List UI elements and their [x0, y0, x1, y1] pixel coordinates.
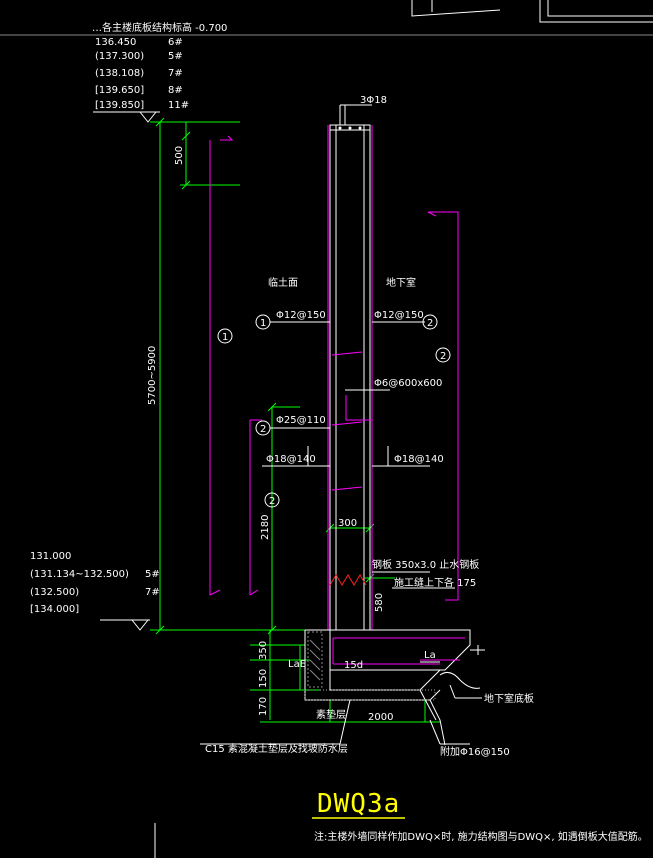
elevation-table-bottom: 131.000 (131.134~132.500) 5# (132.500) 7… — [30, 551, 160, 631]
circle-mark-2: 2 — [269, 496, 275, 507]
elevation-value: 136.450 — [95, 37, 136, 48]
construction-joint-label: 施工缝上下各 175 — [394, 576, 476, 589]
building-mark: 6# — [168, 37, 183, 48]
la-label: La — [424, 650, 436, 661]
annotation-labels: 3Φ18 临土面 地下室 Φ12@150 Φ12@150 Φ6@600x600 … — [205, 95, 534, 758]
dim-170: 170 — [258, 697, 269, 716]
building-mark: 11# — [168, 100, 189, 111]
leader-lines — [154, 321, 482, 858]
drawing-title: DWQ3a — [317, 789, 400, 819]
15d-label: 15d — [344, 660, 363, 671]
elevation-value: [134.000] — [30, 604, 79, 615]
circle-mark-2: 2 — [427, 318, 433, 329]
building-mark: 5# — [168, 51, 183, 62]
tie-label: Φ6@600x600 — [374, 378, 442, 389]
circle-mark-1: 1 — [260, 318, 266, 329]
dim-2000: 2000 — [368, 712, 393, 723]
dim-350: 350 — [258, 641, 269, 660]
elevation-value: [139.650] — [95, 85, 144, 96]
rebar-18-left-label: Φ18@140 — [266, 454, 316, 465]
waterstop-label: 钢板 350x3.0 止水钢板 — [372, 558, 479, 571]
rebar-18-right-label: Φ18@140 — [394, 454, 444, 465]
bottom-bar-label: 附加Φ16@150 — [440, 745, 510, 758]
elevation-value: (137.300) — [95, 51, 144, 62]
plain-concrete-label: C15 素混凝土垫层及找坡防水层 — [205, 742, 348, 755]
building-mark: 7# — [168, 68, 183, 79]
footnote: 注:主楼外墙同样作加DWQ×时, 施力结构图与DWQ×, 如遇倒板大值配筋。 — [314, 830, 648, 843]
dim-2180: 2180 — [260, 515, 271, 540]
elevation-header: …各主楼底板结构标高 -0.700 — [92, 21, 227, 34]
dim-height-range: 5700~5900 — [147, 346, 158, 405]
rebar-25-label: Φ25@110 — [276, 415, 326, 426]
circle-markers: 1 1 2 2 2 2 — [217, 314, 451, 508]
building-mark: 7# — [145, 587, 160, 598]
elevation-value: (138.108) — [95, 68, 144, 79]
wall-outline — [329, 104, 372, 631]
drawing-title-group: DWQ3a 注:主楼外墙同样作加DWQ×时, 施力结构图与DWQ×, 如遇倒板大… — [312, 789, 648, 843]
circle-mark-1: 1 — [222, 332, 228, 343]
soil-side-label: 临土面 — [268, 276, 298, 289]
dim-wall-thickness: 300 — [338, 518, 357, 529]
waterstop-zigzag — [329, 574, 367, 586]
top-bars-label: 3Φ18 — [360, 95, 387, 106]
basement-side-label: 地下室 — [386, 276, 416, 289]
circle-mark-2: 2 — [260, 424, 266, 435]
dim-150: 150 — [258, 669, 269, 688]
rebar-label-right: Φ12@150 — [374, 310, 424, 321]
adjacent-view-fragment — [0, 0, 653, 36]
circle-mark-2: 2 — [440, 351, 446, 362]
dimension-lines — [150, 117, 440, 723]
elevation-value: 131.000 — [30, 551, 71, 562]
dim-580: 580 — [374, 593, 385, 612]
elevation-value: (131.134~132.500) — [30, 569, 129, 580]
building-mark: 5# — [145, 569, 160, 580]
dimension-texts: 500 5700~5900 2180 580 350 150 170 300 2… — [147, 146, 393, 723]
rebar-label-left: Φ12@150 — [276, 310, 326, 321]
elevation-value: (132.500) — [30, 587, 79, 598]
base-slab — [304, 629, 485, 746]
wall-rebar — [209, 125, 459, 630]
dim-500: 500 — [174, 146, 185, 165]
building-mark: 8# — [168, 85, 183, 96]
lae-label: LaE — [288, 659, 306, 670]
elevation-table-top: …各主楼底板结构标高 -0.700 136.450 6# (137.300) 5… — [92, 21, 227, 123]
cushion-label: 素垫层 — [316, 708, 346, 721]
basement-slab-label: 地下室底板 — [484, 692, 534, 705]
elevation-value: [139.850] — [95, 100, 144, 111]
